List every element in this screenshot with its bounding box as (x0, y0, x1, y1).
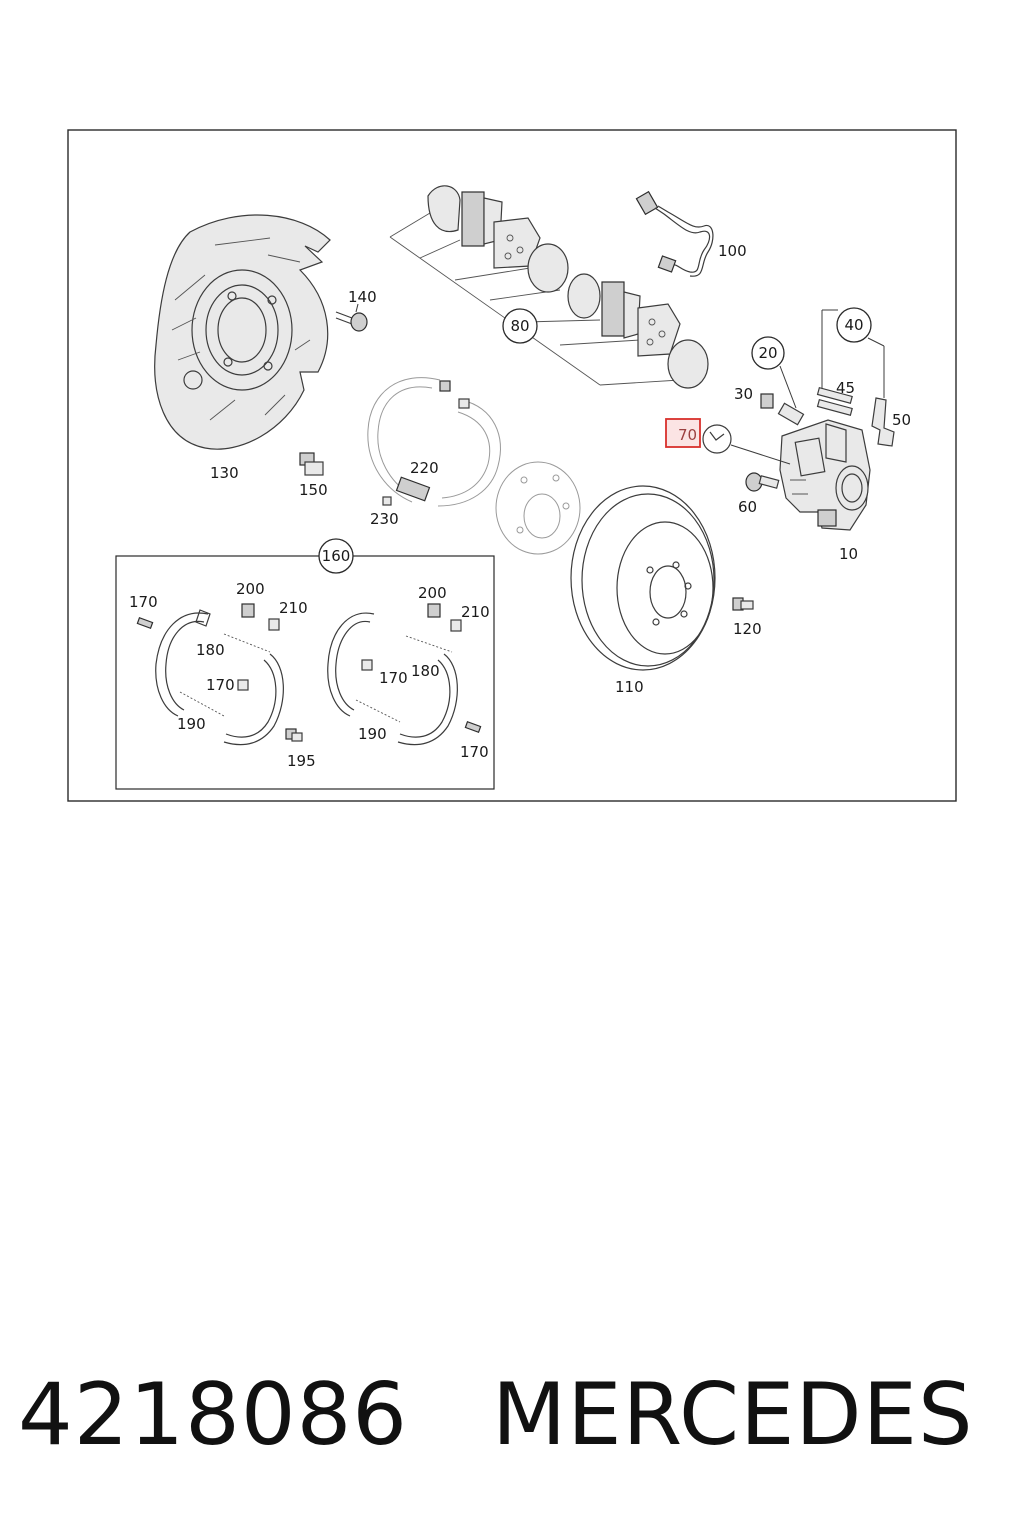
callout-120: 120 (733, 620, 762, 638)
callout-160: 160 (322, 547, 351, 565)
part-45-guide-pin[interactable] (816, 386, 853, 416)
part-130-backing-plate[interactable] (154, 214, 331, 450)
callout-160-bubble (318, 538, 354, 574)
part-20-bleeder-screw[interactable] (777, 402, 805, 426)
part-number: 4218086 (18, 1365, 409, 1465)
callout-40: 40 (844, 316, 863, 334)
callout-190-b: 190 (358, 725, 387, 743)
callout-210-b: 210 (461, 603, 490, 621)
callout-210-a: 210 (279, 599, 308, 617)
callout-220: 220 (410, 459, 439, 477)
part-230-adjuster[interactable] (382, 496, 392, 506)
wheel-hub (495, 461, 581, 555)
part-60-caliper-bolt[interactable] (745, 472, 780, 492)
part-10-caliper[interactable] (779, 419, 871, 531)
part-120-screw[interactable] (732, 597, 754, 611)
callout-60: 60 (738, 498, 757, 516)
callout-30: 30 (734, 385, 753, 403)
part-110-brake-disc[interactable] (570, 485, 716, 671)
part-80-brake-pads[interactable] (389, 185, 709, 389)
part-30-bleeder-cap[interactable] (760, 393, 774, 409)
callout-80-bubble (502, 308, 538, 344)
callout-190-a: 190 (177, 715, 206, 733)
diagram-frame (67, 129, 957, 802)
callout-150: 150 (299, 481, 328, 499)
callout-170-d: 170 (460, 743, 489, 761)
callout-50: 50 (892, 411, 911, 429)
callout-40-bubble (836, 307, 872, 343)
callout-45: 45 (836, 379, 855, 397)
inset-right-shoe-set[interactable] (327, 603, 482, 746)
callout-170-b: 170 (206, 676, 235, 694)
callout-170-c: 170 (379, 669, 408, 687)
callout-110: 110 (615, 678, 644, 696)
callout-170-a: 170 (129, 593, 158, 611)
callout-70-highlight (665, 418, 701, 448)
brand-name: MERCEDES (492, 1365, 974, 1465)
footer-caption: 4218086 MERCEDES (18, 1360, 1008, 1470)
callout-130: 130 (210, 464, 239, 482)
callout-80: 80 (510, 317, 529, 335)
callout-180-a: 180 (196, 641, 225, 659)
callout-195: 195 (287, 752, 316, 770)
callout-20-bubble (751, 336, 785, 370)
part-50-spring[interactable] (871, 397, 895, 447)
part-220-parking-brake-shoe[interactable] (367, 377, 501, 507)
inset-left-shoe-set[interactable] (136, 603, 303, 746)
callout-10: 10 (839, 545, 858, 563)
callout-230: 230 (370, 510, 399, 528)
callout-200-b: 200 (418, 584, 447, 602)
callout-100: 100 (718, 242, 747, 260)
part-140-bolt[interactable] (335, 311, 368, 332)
inset-160-frame (115, 555, 495, 790)
part-100-wear-sensor[interactable] (635, 190, 714, 277)
part-150-bolt[interactable] (299, 452, 324, 476)
exploded-parts-diagram: 130 140 150 80 (67, 129, 957, 802)
callout-200-a: 200 (236, 580, 265, 598)
part-70-washer[interactable] (702, 424, 791, 465)
callout-20: 20 (758, 344, 777, 362)
callout-140: 140 (348, 288, 377, 306)
callout-70: 70 (678, 426, 697, 444)
callout-180-b: 180 (411, 662, 440, 680)
